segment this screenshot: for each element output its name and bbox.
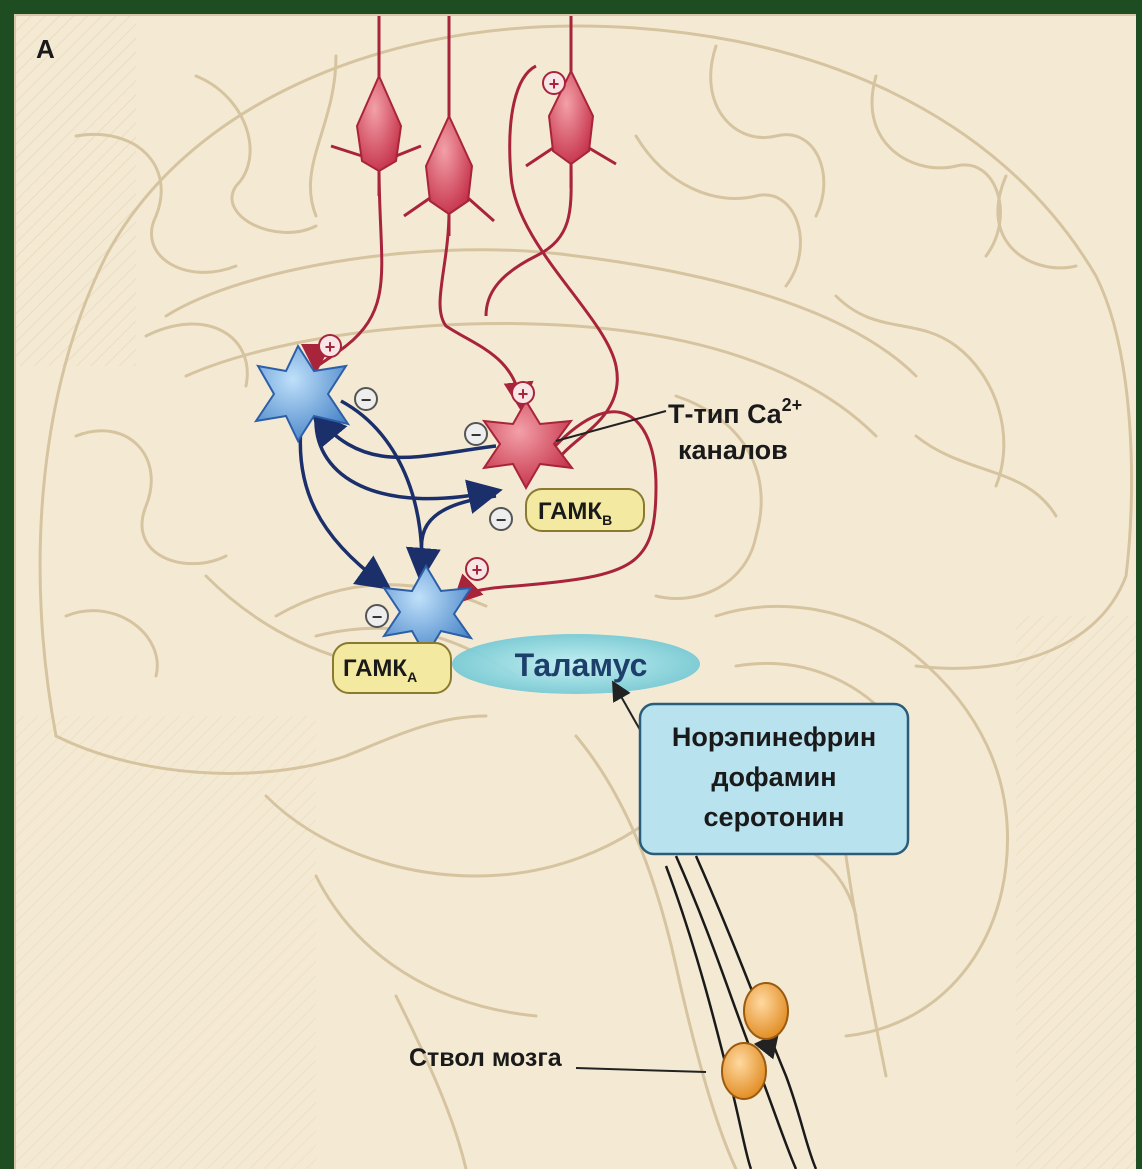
minus-sign: − (490, 508, 512, 530)
pyramidal-neuron (526, 71, 616, 188)
t-type-label: Т-тип Ca2+ (668, 395, 802, 429)
plus-sign: + (466, 558, 488, 580)
minus-sign: − (366, 605, 388, 627)
minus-sign-text: − (471, 425, 482, 445)
minus-sign-text: − (496, 510, 507, 530)
gaba-b-box: ГАМКB (526, 489, 644, 531)
thalamocortical-neuron (484, 401, 572, 488)
brainstem-pointer (576, 1068, 706, 1072)
serotonin-label: серотонин (704, 802, 845, 832)
plus-sign: + (512, 382, 534, 404)
diagram-canvas: + + + + − − − − Т-тип Ca2+ каналов ГАМКB… (14, 14, 1136, 1169)
thalamus-label: Таламус (515, 647, 648, 683)
pyramidal-neuron (331, 76, 421, 196)
gaba-a-label: ГАМК (343, 655, 407, 682)
minus-sign: − (465, 423, 487, 445)
brainstem-projections (666, 856, 816, 1169)
plus-sign: + (319, 335, 341, 357)
t-type-pointer (556, 411, 666, 441)
gaba-a-box: ГАМКA (333, 643, 451, 693)
plus-sign-text: + (325, 337, 336, 357)
neurotransmitter-box: Норэпинефрин дофамин серотонин (640, 704, 908, 854)
cortical-neurons (331, 71, 616, 236)
brainstem-neuron (722, 1043, 766, 1099)
norepinephrine-label: Норэпинефрин (672, 722, 876, 752)
background-hatching (16, 16, 1136, 1169)
gaba-b-label: ГАМК (538, 498, 602, 525)
pyramidal-neuron (404, 116, 494, 236)
svg-text:ГАМКB: ГАМКB (538, 498, 612, 528)
plus-sign: + (543, 72, 565, 94)
gaba-b-subscript: B (602, 512, 612, 528)
minus-sign: − (355, 388, 377, 410)
brain-diagram: + + + + − − − − Т-тип Ca2+ каналов ГАМКB… (16, 16, 1136, 1169)
brainstem-label: Ствол мозга (409, 1044, 563, 1072)
minus-sign-text: − (361, 390, 372, 410)
channels-label: каналов (678, 435, 788, 465)
plus-sign-text: + (518, 384, 529, 404)
thalamus-region: Таламус (452, 634, 700, 694)
brainstem-neuron (744, 983, 788, 1039)
reticular-neuron-upper (256, 346, 348, 441)
dopamine-label: дофамин (711, 762, 836, 792)
plus-sign-text: + (472, 560, 483, 580)
gaba-a-subscript: A (407, 669, 417, 685)
panel-letter: A (36, 34, 55, 64)
svg-text:ГАМКA: ГАМКA (343, 655, 417, 685)
minus-sign-text: − (372, 607, 383, 627)
plus-sign-text: + (549, 74, 560, 94)
